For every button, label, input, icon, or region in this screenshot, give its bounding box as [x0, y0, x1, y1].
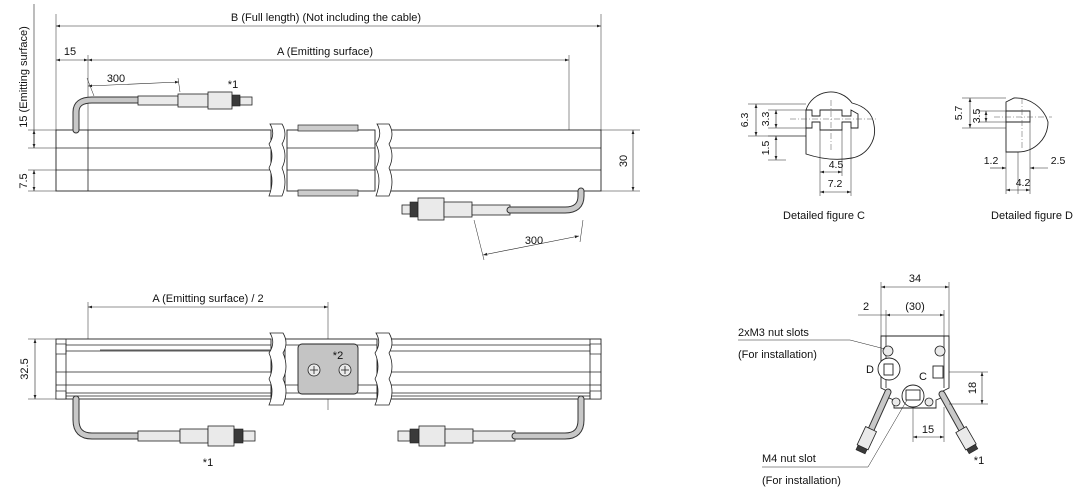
label-dim-32-5: 32.5 [19, 358, 31, 379]
label-d-marker: D [866, 364, 874, 376]
label-c-1-5: 1.5 [760, 141, 772, 156]
label-nut-slots: 2xM3 nut slots [738, 327, 809, 339]
label-c-3-3: 3.3 [760, 112, 772, 127]
label-note-2: *2 [333, 350, 343, 362]
label-note-1-bottom: *1 [203, 457, 213, 469]
label-d-2-5: 2.5 [1051, 155, 1066, 167]
label-full-length: B (Full length) (Not including the cable… [231, 12, 421, 24]
label-dim-300-b: 300 [525, 235, 543, 247]
caption-detail-c: Detailed figure C [783, 210, 865, 222]
label-d-5-7: 5.7 [953, 106, 965, 121]
extrusion-left [55, 338, 272, 400]
label-c-marker: C [919, 371, 927, 383]
body-top-mid [286, 129, 376, 192]
label-nut-slots-sub: (For installation) [738, 349, 817, 361]
top-view: B (Full length) (Not including the cable… [18, 4, 640, 261]
label-half: A (Emitting surface) / 2 [152, 293, 263, 305]
label-dim-15-emitting: 15 (Emitting surface) [18, 26, 30, 127]
label-end-2: 2 [863, 301, 869, 313]
label-d-3-5: 3.5 [971, 109, 983, 124]
detail-figure-d: 5.7 3.5 1.2 2.5 4.2 Detailed figure D [953, 97, 1073, 222]
extrusion-mid: *2 [284, 338, 378, 400]
nut-slot-top-left-icon [882, 345, 894, 357]
dim-line-300-a [87, 80, 180, 88]
label-dim-7-5: 7.5 [18, 173, 30, 188]
extrusion-right [388, 338, 602, 400]
label-dim-30: 30 [618, 155, 630, 167]
label-c-4-5: 4.5 [829, 159, 844, 171]
nut-slot-top-right-icon [934, 345, 946, 357]
label-c-6-3: 6.3 [739, 113, 751, 128]
label-dim-15: 15 [64, 46, 76, 58]
label-end-34: 34 [909, 273, 921, 285]
label-end-30: (30) [905, 301, 925, 313]
label-dim-300-a: 300 [107, 73, 125, 85]
body-top-left [55, 129, 272, 192]
caption-detail-d: Detailed figure D [991, 210, 1073, 222]
label-c-7-2: 7.2 [828, 178, 843, 190]
label-m4-sub: (For installation) [762, 475, 841, 487]
dim-line-300-b [482, 235, 580, 256]
label-end-note-1: *1 [974, 455, 984, 467]
detail-figure-c: 6.3 3.3 1.5 4.5 7.2 Detailed figure C [739, 91, 876, 222]
mounting-plate [297, 343, 359, 395]
label-emitting-surface: A (Emitting surface) [277, 46, 373, 58]
label-d-1-2: 1.2 [984, 155, 999, 167]
end-view: 34 2 (30) *1 [738, 273, 988, 487]
label-d-4-2: 4.2 [1016, 177, 1031, 189]
bottom-view: A (Emitting surface) / 2 32.5 [19, 293, 602, 469]
label-end-15: 15 [922, 424, 934, 436]
label-m4-nut: M4 nut slot [762, 453, 816, 465]
body-top-right [386, 129, 602, 192]
label-note-1-top: *1 [228, 79, 238, 91]
label-end-18: 18 [967, 382, 979, 394]
